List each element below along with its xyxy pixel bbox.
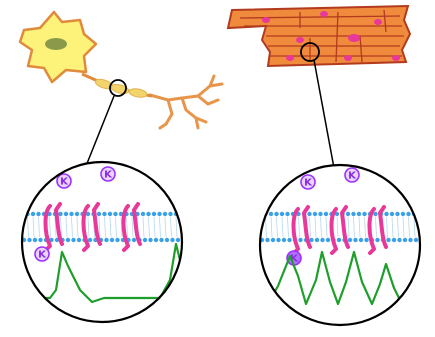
muscle-zoom-view: KKK	[258, 165, 424, 325]
potassium-ion-icon: K	[57, 174, 71, 188]
ion-label: K	[104, 170, 113, 181]
neuron-zoom-view: K K K	[20, 162, 196, 322]
potassium-ion-icon: K	[35, 247, 49, 261]
ion-label: K	[348, 171, 357, 182]
ion-label: K	[304, 178, 313, 189]
potassium-ion-icon: K	[301, 175, 315, 189]
ion-label: K	[38, 250, 47, 261]
muscle-fiber	[228, 6, 410, 66]
ion-label: K	[60, 177, 69, 188]
neuron-dendrites	[150, 76, 222, 128]
potassium-ion-icon: K	[101, 167, 115, 181]
neuron-cell	[20, 12, 222, 128]
potassium-ion-icon: K	[345, 168, 359, 182]
neuron-nucleus	[45, 38, 67, 50]
